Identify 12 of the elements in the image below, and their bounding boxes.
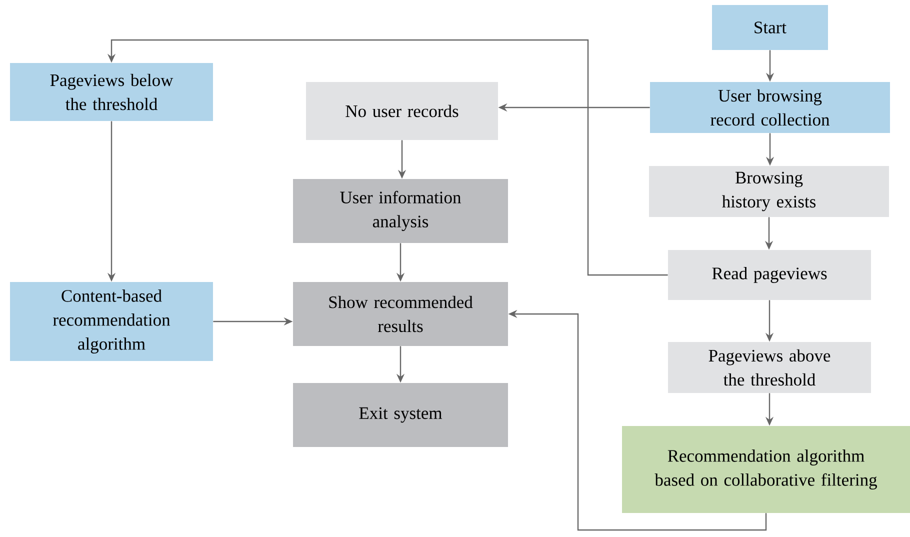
process-box: Content-based recommendation algorithm — [10, 282, 213, 361]
process-box: Pageviews above the threshold — [668, 342, 871, 393]
process-box: User information analysis — [293, 179, 508, 243]
process-box: Exit system — [293, 382, 508, 447]
process-box: Recommendation algorithm based on collaborative filtering — [622, 426, 910, 513]
process-box: Browsing history exists — [649, 166, 889, 217]
process-box: Pageviews below the threshold — [10, 63, 213, 121]
process-box: No user records — [306, 82, 498, 140]
process-box: Read pageviews — [668, 250, 871, 300]
start-box: Start — [712, 5, 828, 50]
process-box: Show recommended results — [293, 282, 508, 346]
process-box: User browsing record collection — [650, 82, 890, 133]
